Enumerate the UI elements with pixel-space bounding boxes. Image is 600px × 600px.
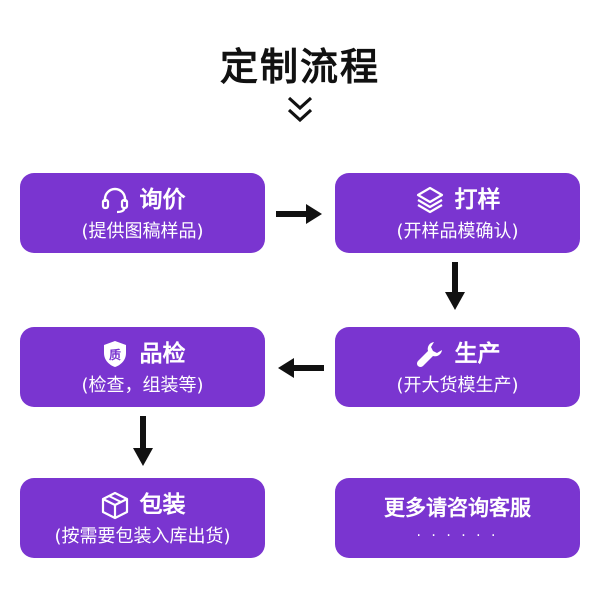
arrow-down-icon: [133, 416, 153, 466]
step-sampling: 打样 (开样品模确认): [335, 173, 580, 253]
arrow-right-icon: [276, 204, 322, 224]
page-title: 定制流程: [219, 45, 380, 89]
more-info-text: 更多请咨询客服: [384, 496, 531, 520]
step-title: 询价: [139, 187, 186, 213]
step-title: 品检: [139, 341, 186, 367]
step-title: 生产: [454, 341, 501, 367]
headset-icon: [101, 187, 128, 214]
step-quality-check: 质 品检 (检查，组装等): [20, 327, 265, 407]
step-description: (开样品模确认): [396, 221, 519, 242]
step-description: (按需要包装入库出货): [54, 526, 231, 547]
quality-shield-icon: 质: [103, 341, 126, 367]
step-description: (检查，组装等): [81, 375, 204, 396]
quality-badge-text: 质: [108, 347, 120, 362]
more-info-box: 更多请咨询客服 · · · · · ·: [335, 478, 580, 558]
more-info-dots: · · · · · ·: [416, 528, 499, 544]
step-packaging: 包装 (按需要包装入库出货): [20, 478, 265, 558]
arrow-down-icon: [445, 262, 465, 310]
step-title: 包装: [139, 492, 186, 518]
step-title: 打样: [454, 187, 501, 213]
box-icon: [101, 491, 128, 520]
wrench-icon: [416, 342, 442, 368]
step-description: (提供图稿样品): [81, 221, 204, 242]
step-description: (开大货模生产): [396, 375, 519, 396]
step-inquiry: 询价 (提供图稿样品): [20, 173, 265, 253]
arrow-left-icon: [278, 358, 324, 378]
step-production: 生产 (开大货模生产): [335, 327, 580, 407]
layers-icon: [416, 186, 443, 214]
double-chevron-down-icon: [287, 96, 313, 123]
